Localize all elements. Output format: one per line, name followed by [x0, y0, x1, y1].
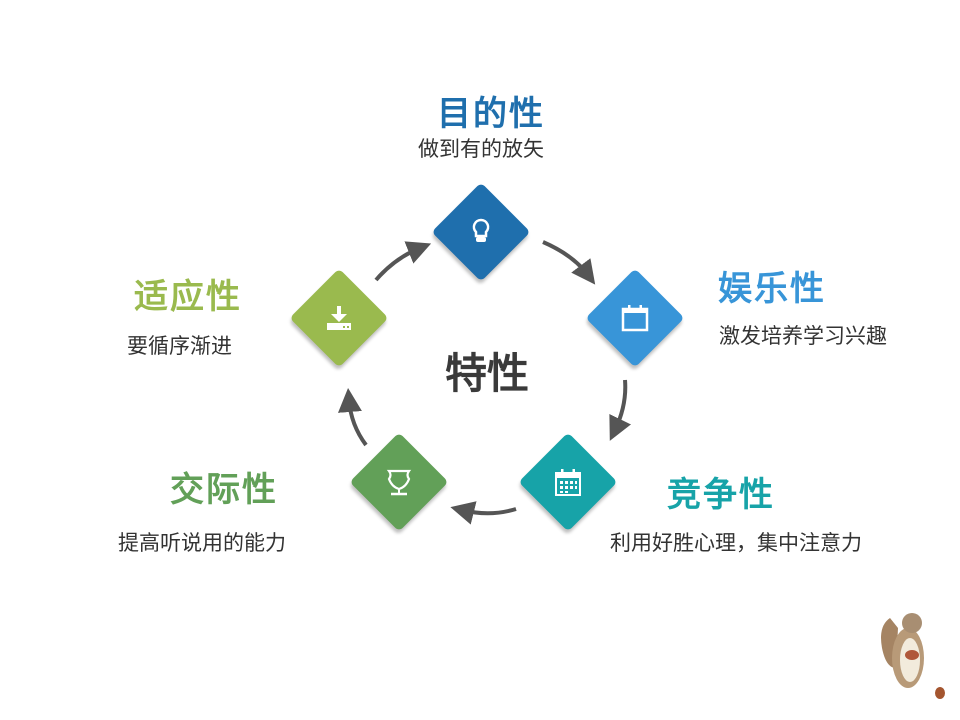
node-title-social: 交际性 [170, 470, 278, 510]
node-subtitle-purpose: 做到有的放矢 [418, 137, 544, 161]
node-subtitle-entertainment: 激发培养学习兴趣 [719, 324, 887, 348]
trophy-cup-icon [379, 462, 419, 502]
node-title-entertainment: 娱乐性 [718, 269, 826, 309]
download-icon [319, 298, 359, 338]
arrow-1 [542, 240, 596, 285]
arrow-4 [337, 388, 368, 447]
calendar-icon [615, 298, 655, 338]
squirrel-illustration [881, 613, 945, 699]
node-subtitle-adaptability: 要循序渐进 [127, 334, 232, 358]
lightbulb-icon [461, 212, 501, 252]
arrow-5 [374, 241, 432, 282]
calendar-grid-icon [548, 462, 588, 502]
node-title-adaptability: 适应性 [134, 277, 242, 317]
node-title-purpose: 目的性 [437, 94, 545, 134]
arrow-2 [609, 379, 632, 441]
node-subtitle-social: 提高听说用的能力 [118, 531, 286, 555]
node-subtitle-competition: 利用好胜心理，集中注意力 [610, 531, 862, 555]
node-title-competition: 竞争性 [667, 475, 775, 515]
center-label: 特性 [445, 349, 530, 398]
arrow-3 [450, 501, 517, 525]
